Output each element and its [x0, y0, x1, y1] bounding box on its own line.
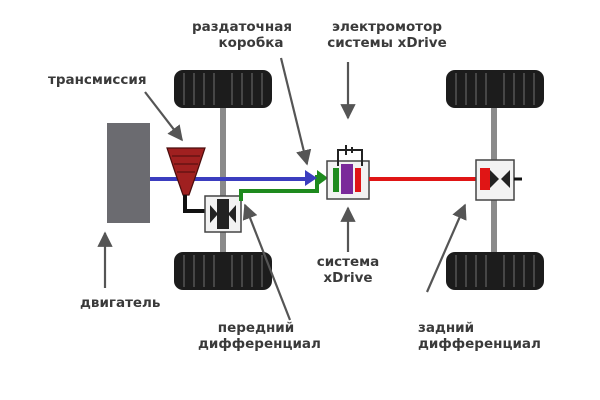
- label-line: задний: [418, 320, 475, 336]
- wheel-icon: [446, 70, 544, 108]
- wheel-icon: [174, 70, 272, 108]
- label-line: система: [316, 254, 380, 270]
- clutch-icon: [305, 160, 370, 200]
- arrow-front-diff: [242, 203, 292, 321]
- differential-icon: [475, 159, 522, 201]
- label-engine: двигатель: [80, 295, 161, 311]
- label-line: раздаточная: [191, 19, 293, 35]
- differential-icon: [204, 195, 242, 233]
- label-transfer-case: раздаточная коробка: [186, 19, 298, 51]
- battery-icon: [337, 145, 363, 166]
- label-line: xDrive: [323, 270, 373, 286]
- label-xdrive-system: система xDrive: [313, 254, 383, 286]
- rear-axle-group: [446, 70, 544, 290]
- transmission-icon: [166, 147, 206, 196]
- label-line: электромотор: [331, 19, 443, 35]
- wheel-icon: [446, 252, 544, 290]
- front-axle-shaft: [220, 90, 226, 280]
- arrow-transfer-case: [279, 57, 312, 166]
- front-axle-group: [174, 70, 272, 290]
- wheel-icon: [174, 252, 272, 290]
- label-line: дифференциал: [418, 336, 541, 352]
- label-line: системы xDrive: [327, 35, 447, 51]
- label-line: дифференциал: [198, 336, 321, 352]
- label-rear-diff: задний дифференциал: [418, 320, 548, 352]
- label-line: передний: [217, 320, 295, 336]
- label-transmission: трансмиссия: [48, 72, 147, 88]
- engine-block-icon: [107, 123, 150, 223]
- label-xdrive-motor: электромотор системы xDrive: [315, 19, 459, 51]
- arrow-transmission: [144, 91, 183, 142]
- label-line: коробка: [218, 35, 284, 51]
- arrow-rear-diff: [425, 203, 467, 293]
- pointer-arrows: [97, 57, 467, 321]
- label-front-diff: передний дифференциал: [198, 320, 321, 352]
